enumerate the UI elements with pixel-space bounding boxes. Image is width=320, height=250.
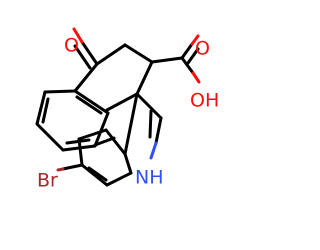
bond-indole-inner-1 [93,136,116,147]
ketone-oxygen-label: O [64,35,79,57]
bond-aryl-7 [73,89,110,115]
bond-aryl-2 [43,89,77,94]
bond-carboxyl-oh [191,71,201,84]
bond-indole-n [149,141,158,160]
carboxyl-oxygen-label: O [195,38,210,60]
structure-canvas: O O OH NH Br [35,27,220,192]
bond-aryl-1 [73,62,99,93]
bond-aryl-inner-1 [41,97,50,124]
bond-indole-10 [123,152,133,175]
bond-indole-inner-3 [148,109,153,139]
hydroxyl-label: OH [190,90,219,112]
bond-aryl-3 [35,90,47,126]
bromine-label: Br [37,170,58,192]
bond-indole-8 [80,163,109,187]
bond-indole-4 [154,116,163,145]
bond-ketone-c-o-double [73,44,92,70]
nitrogen-label: NH [135,167,164,189]
molecule-diagram: O O OH NH Br [35,27,219,192]
bond-bromine-c [61,163,84,171]
bond-carboxyl-c-oh [180,56,195,75]
bond-ch-carboxyl [150,56,184,64]
bond-ketone-ch2 [95,43,127,66]
bond-bromine [56,167,65,172]
bond-indole-3 [135,92,163,120]
bond-aryl-6 [93,111,110,148]
bond-indole-6 [77,128,108,141]
bond-ch2-ch [123,43,154,64]
bond-carboxyl-o [190,34,200,46]
bond-aryl-4 [35,122,65,152]
bond-carboxyl-c-o [180,42,194,60]
bond-indole-9 [105,171,133,187]
bond-indole-inner-2 [87,166,108,182]
bond-indole-2 [105,92,139,112]
bond-aryl-inner-3 [75,95,103,115]
bond-indole-1 [135,60,154,96]
bond-indole-7 [77,137,84,167]
bond-indole-11 [123,92,139,156]
bond-indole-5 [104,128,127,156]
bond-ketone-o [72,27,84,44]
bond-ketone-c-o [80,40,99,66]
bond-carboxyl-c-o-double [186,47,200,65]
